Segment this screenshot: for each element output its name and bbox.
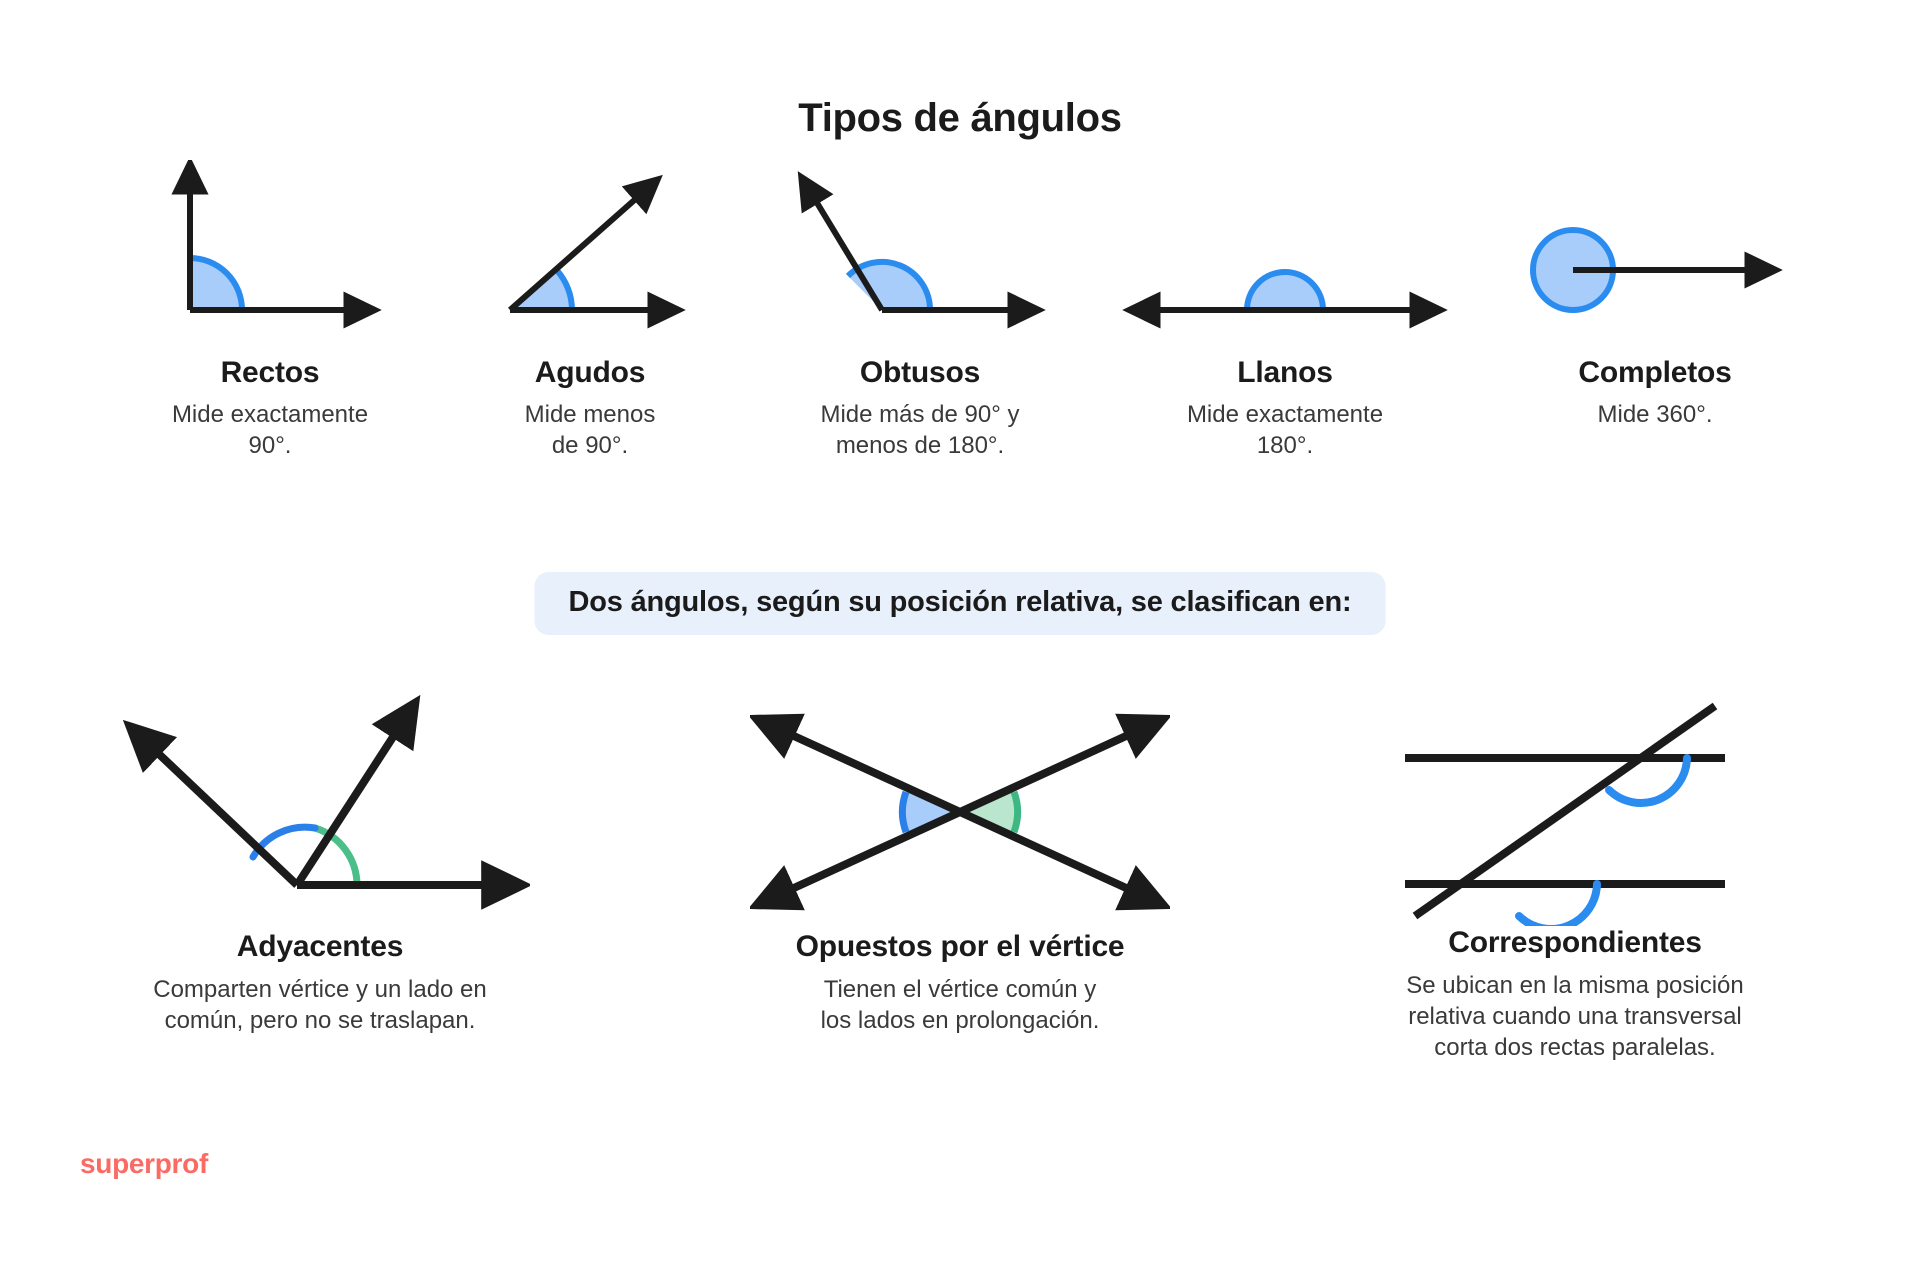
angle-card-title: Agudos — [534, 356, 646, 389]
angle-card-completos: Completos Mide 360°. — [1490, 160, 1820, 431]
angle-card-title: Llanos — [1237, 356, 1333, 389]
angle-card-title: Obtusos — [859, 356, 981, 389]
angle-card-description: Mide menos de 90°. — [524, 401, 656, 459]
acute-angle-diagram — [490, 160, 690, 350]
angle-types-row: Rectos Mide exactamente 90°. — [120, 156, 1820, 500]
obtuse-angle-diagram — [790, 160, 1050, 350]
full-angle-diagram — [1525, 160, 1785, 350]
classification-banner: Dos ángulos, según su posición relativa,… — [534, 572, 1386, 635]
angle-card-rectos: Rectos Mide exactamente 90°. — [120, 156, 420, 461]
right-angle-diagram — [150, 156, 390, 350]
relative-positions-row: Adyacentes Comparten vértice y un lado e… — [60, 690, 1860, 1160]
angle-card-title: Rectos — [220, 356, 320, 389]
angle-card-agudos: Agudos Mide menos de 90°. — [455, 160, 725, 461]
angle-card-description: Mide más de 90° y menos de 180°. — [820, 401, 1020, 459]
angle-card-llanos: Llanos Mide exactamente 180°. — [1115, 160, 1455, 461]
straight-angle-diagram — [1120, 160, 1450, 350]
adjacent-angles-diagram — [110, 690, 533, 930]
relation-card-description: Tienen el vértice común y los lados en p… — [820, 976, 1100, 1035]
relation-card-description: Se ubican en la misma posición relativa … — [1406, 972, 1744, 1062]
page-title: Tipos de ángulos — [798, 96, 1122, 140]
relation-card-description: Comparten vértice y un lado en común, pe… — [153, 976, 487, 1035]
angle-card-obtusos: Obtusos Mide más de 90° y menos de 180°. — [760, 160, 1080, 461]
relation-card-opuestos: Opuestos por el vértice Tienen el vértic… — [725, 690, 1195, 1036]
relation-card-adyacentes: Adyacentes Comparten vértice y un lado e… — [80, 690, 560, 1036]
relation-card-correspondientes: Correspondientes Se ubican en la misma p… — [1360, 690, 1790, 1064]
relation-card-title: Adyacentes — [236, 930, 404, 963]
angle-card-description: Mide exactamente 90°. — [171, 401, 369, 459]
relation-card-title: Correspondientes — [1448, 926, 1702, 959]
angle-card-title: Completos — [1578, 356, 1732, 389]
relation-card-title: Opuestos por el vértice — [795, 930, 1125, 963]
angle-card-description: Mide 360°. — [1597, 401, 1713, 428]
vertical-angles-diagram — [747, 700, 1173, 930]
superprof-logo: superprof — [80, 1148, 208, 1179]
corresponding-angles-diagram — [1395, 696, 1755, 933]
angle-card-description: Mide exactamente 180°. — [1186, 401, 1384, 459]
